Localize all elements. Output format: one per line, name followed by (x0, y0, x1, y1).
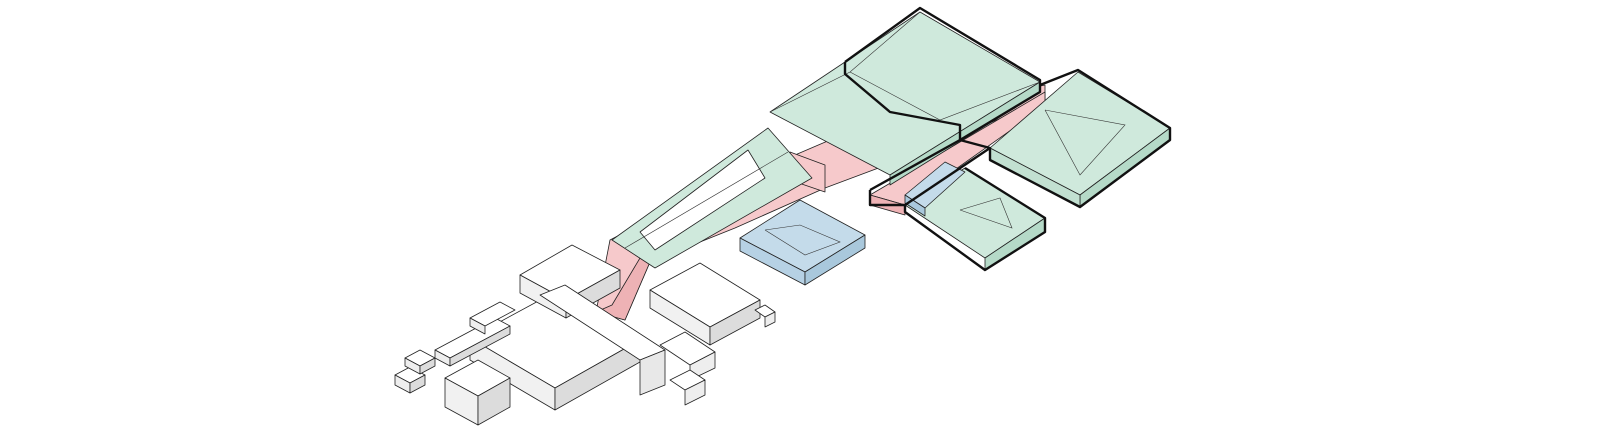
green-volumes (611, 11, 1171, 271)
existing-annex2-side (684, 379, 706, 406)
existing-annex3-side (764, 311, 776, 328)
blue-pavilion-ridges (764, 224, 841, 256)
outline-lower-block (903, 166, 1047, 272)
small-box-3-side (469, 317, 486, 335)
small-box-2-right (419, 357, 436, 375)
green-gable-ridge (624, 151, 789, 249)
existing-bar-side (639, 349, 666, 396)
blue-pavilion-right (804, 234, 866, 286)
outline-right-block (988, 68, 1172, 209)
outline-spine-upper (868, 138, 992, 207)
green-lower-ridges (959, 197, 1013, 229)
small-box-row-right (449, 325, 511, 367)
existing-house2-right (709, 299, 761, 346)
small-box-1-right (409, 374, 426, 394)
green-right-ridges (1044, 109, 1126, 176)
existing-house-right (477, 377, 511, 426)
green-main-hips-2 (849, 71, 1041, 121)
green-gable-white-face (639, 149, 766, 251)
existing-buildings (394, 244, 776, 426)
highlight-outlines (843, 6, 1172, 272)
